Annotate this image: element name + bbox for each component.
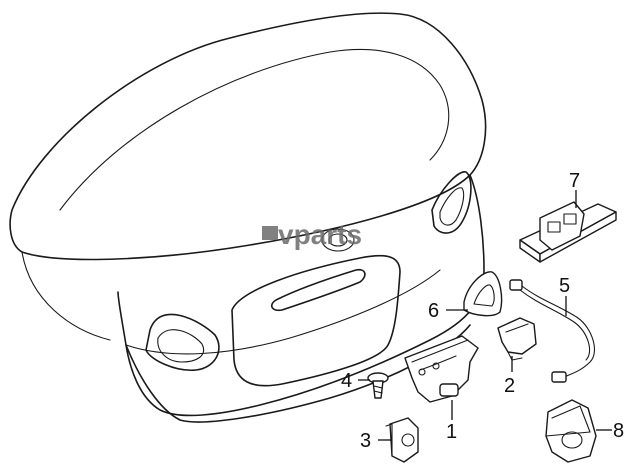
watermark: vparts bbox=[262, 219, 362, 250]
part-switch bbox=[385, 417, 419, 463]
part-latch bbox=[404, 335, 479, 403]
part-plate-lamp bbox=[519, 201, 617, 263]
callout-5: 5 bbox=[559, 275, 570, 297]
callout-3: 3 bbox=[360, 430, 371, 452]
part-handle-cover bbox=[463, 271, 503, 317]
trunk-lid bbox=[9, 12, 487, 423]
callout-7: 7 bbox=[569, 170, 580, 192]
part-screw bbox=[367, 372, 389, 399]
callout-2: 2 bbox=[504, 375, 515, 397]
watermark-text: vparts bbox=[278, 219, 362, 250]
leader-lines bbox=[358, 190, 612, 441]
callout-4: 4 bbox=[341, 370, 352, 392]
part-harness bbox=[509, 279, 595, 383]
callout-1: 1 bbox=[446, 421, 457, 443]
part-bracket bbox=[497, 317, 537, 361]
part-camera bbox=[545, 399, 597, 463]
callout-8: 8 bbox=[613, 420, 624, 442]
callout-6: 6 bbox=[428, 300, 439, 322]
